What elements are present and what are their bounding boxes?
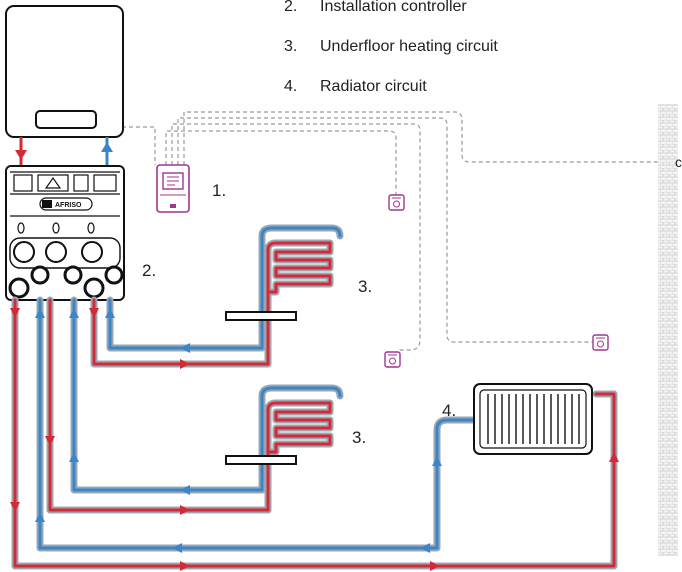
callout-floor-circuit-upper: 3. (358, 277, 373, 296)
distribution-station: AFRISO (5, 165, 125, 301)
station-brand: AFRISO (55, 202, 82, 209)
boiler (5, 5, 124, 138)
room-thermostat (384, 351, 401, 368)
legend-number: 3. (284, 38, 298, 55)
manifold-bar (225, 311, 297, 321)
arrow-up (101, 142, 113, 152)
legend-text: Installation controller (320, 0, 467, 15)
boiler-pipes (19, 137, 109, 165)
legend-text: Underfloor heating circuit (320, 38, 498, 55)
legend-number: 4. (284, 78, 298, 95)
room-thermostat (388, 194, 405, 211)
wall (658, 104, 678, 556)
callout-station: 2. (142, 261, 157, 280)
radiator (473, 383, 593, 455)
flow-arrows (10, 308, 619, 571)
legend-item-3: 3. Underfloor heating circuit (284, 38, 498, 56)
control-wiring (122, 111, 660, 351)
legend-item-4: 4. Radiator circuit (284, 78, 427, 96)
callout-controller: 1. (212, 181, 227, 200)
manifold-bar (225, 455, 297, 465)
arrow-down (15, 150, 27, 160)
room-thermostat (592, 334, 609, 351)
callout-floor-circuit-lower: 3. (352, 428, 367, 447)
callout-radiator: 4. (442, 401, 457, 420)
legend-item-2: 2. Installation controller (284, 0, 467, 16)
legend-number: 2. (284, 0, 298, 15)
legend-text: Radiator circuit (320, 78, 427, 95)
controller-unit (156, 164, 190, 213)
wall-label-fragment: c (675, 154, 682, 170)
